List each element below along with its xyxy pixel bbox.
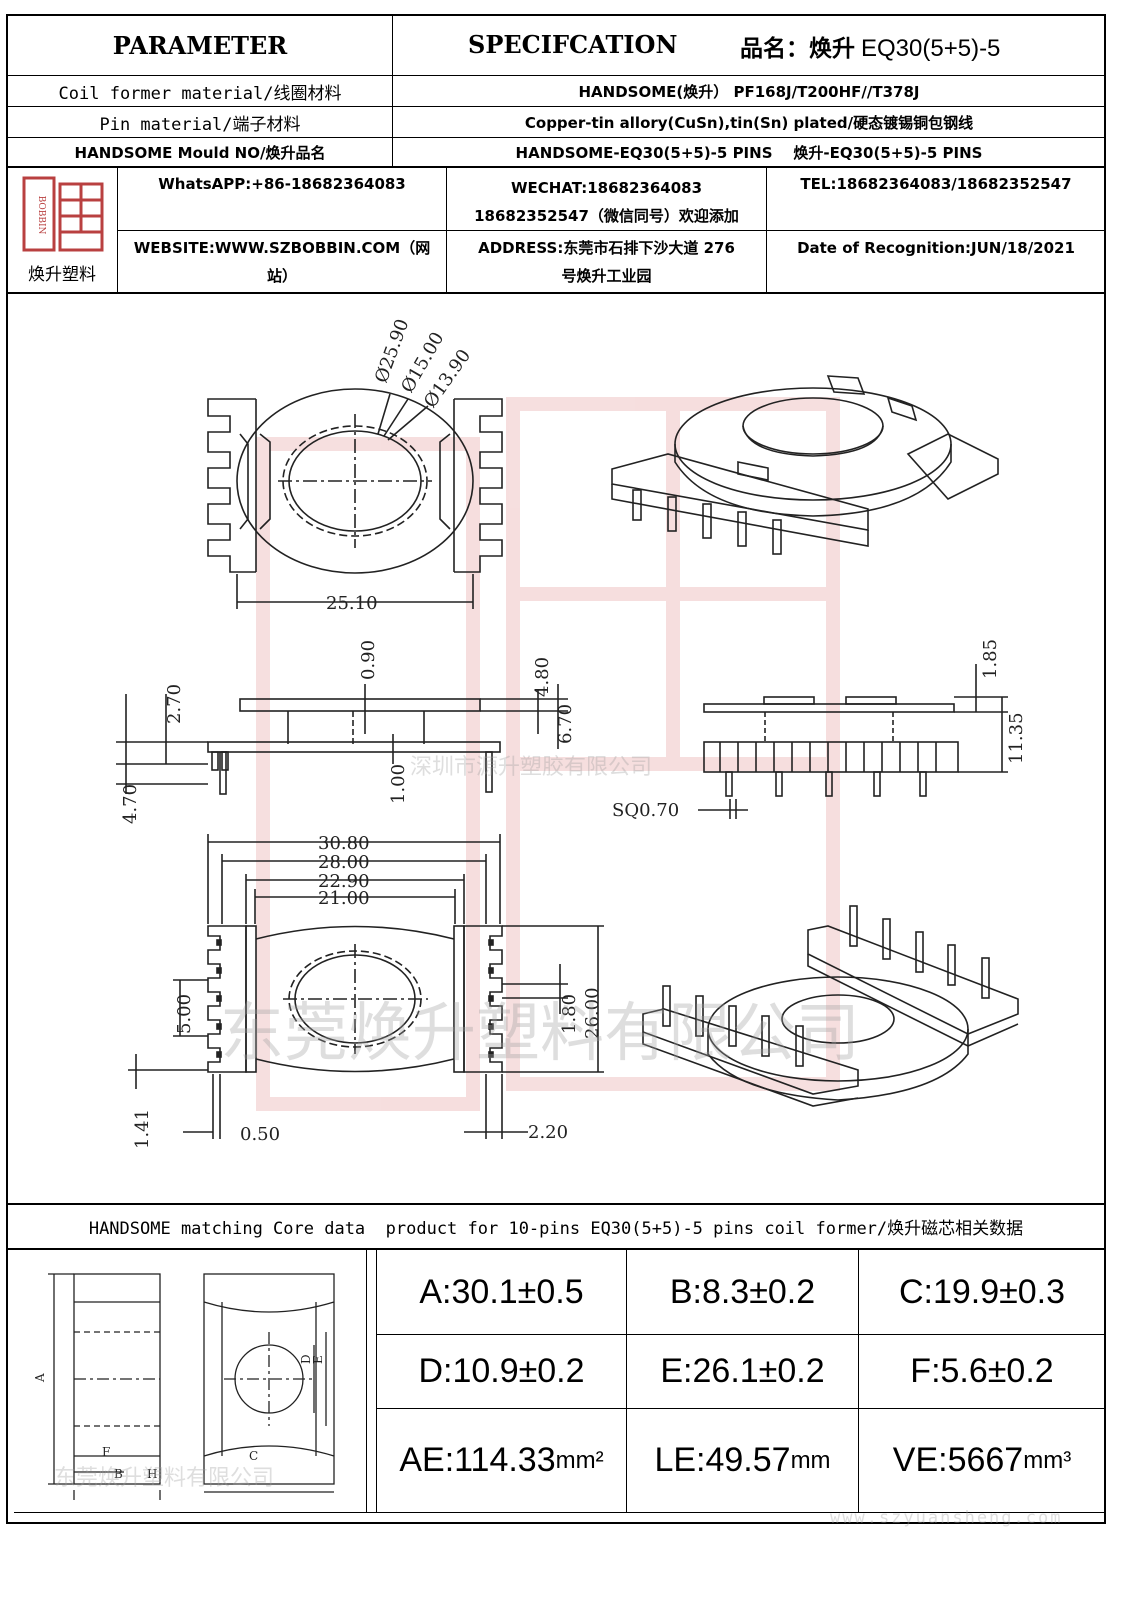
core-le-unit: mm: [790, 1446, 831, 1474]
core-le-number: LE:49.57: [654, 1441, 791, 1479]
dim-h500: 5.00: [174, 994, 195, 1034]
dim-h480: 4.80: [532, 657, 553, 697]
watermark-logo-icon: [256, 397, 840, 1111]
dim-w050: 0.50: [240, 1124, 280, 1145]
website-line2: 站）: [266, 267, 297, 285]
core-value-b: B:8.3±0.2: [669, 1272, 816, 1311]
core-data-title: HANDSOME matching Core data product for …: [88, 1219, 1024, 1239]
recognition-date: Date of Recognition:JUN/18/2021: [797, 239, 1075, 257]
row-value-coil-material: HANDSOME(焕升） PF168J/T200HF//T378J: [578, 82, 920, 101]
company-logo: BOBBIN 焕升塑料: [10, 170, 114, 290]
address: ADDRESS:东莞市石排下沙大道 276 号焕升工业园: [447, 234, 766, 290]
logo-mark-icon: BOBBIN: [22, 176, 104, 252]
core-diagram: A B H F C D E 东莞焕升塑料有限公司: [14, 1252, 364, 1510]
dim-w25: 25.10: [326, 593, 378, 614]
dim-w3080: 30.80: [318, 833, 370, 854]
website: WEBSITE:WWW.SZBOBBIN.COM（网 站）: [118, 234, 446, 290]
core-label-f: F: [102, 1445, 110, 1459]
dim-w2800: 28.00: [318, 852, 370, 873]
dim-h2600: 26.00: [582, 987, 603, 1039]
core-value-f: F:5.6±0.2: [910, 1352, 1054, 1390]
dim-h100: 1.00: [388, 764, 409, 804]
row-value-pin-material: Copper-tin allory(CuSn),tin(Sn) plated/硬…: [524, 113, 974, 132]
core-label-d: D: [299, 1354, 313, 1364]
row-value-mould-no: HANDSOME-EQ30(5+5)-5 PINS 焕升-EQ30(5+5)-5…: [515, 143, 983, 162]
row-label-mould-no: HANDSOME Mould NO/焕升品名: [74, 143, 326, 162]
dim-w2290: 22.90: [318, 871, 370, 892]
bobbin-drawing: Ø25.90 Ø15.00 Ø13.90 25.10 0.90 2.70 4.8…: [116, 316, 1027, 1149]
core-ae-number: AE:114.33: [399, 1441, 556, 1479]
product-name-value: EQ30(5+5)-5: [861, 35, 1001, 62]
core-label-h: H: [147, 1467, 157, 1481]
dim-sq: SQ0.70: [612, 800, 679, 821]
dim-h180: 1.80: [559, 994, 580, 1034]
address-line1: ADDRESS:东莞市石排下沙大道 276: [478, 239, 735, 257]
core-label-e: E: [311, 1355, 325, 1364]
core-ve-unit: mm³: [1023, 1446, 1072, 1474]
dim-h090: 0.90: [358, 640, 379, 680]
dim-h141: 1.41: [132, 1109, 153, 1149]
dim-h670: 6.70: [555, 704, 576, 744]
product-name-label: 品名：焕升: [740, 36, 855, 62]
core-value-d: D:10.9±0.2: [418, 1352, 585, 1390]
whatsapp: WhatsAPP:+86-18682364083: [158, 175, 406, 193]
wechat: WECHAT:18682364083 18682352547（微信同号）欢迎添加: [447, 174, 766, 230]
core-ae-unit: mm²: [555, 1446, 604, 1474]
specification-heading: SPECIFCATION: [468, 30, 678, 59]
core-value-a: A:30.1±0.5: [419, 1272, 584, 1311]
logo-text: BOBBIN: [36, 196, 46, 235]
technical-drawing: Ø25.90 Ø15.00 Ø13.90 25.10 0.90 2.70 4.8…: [8, 294, 1104, 1202]
wechat-line2: 18682352547（微信同号）欢迎添加: [474, 207, 739, 225]
row-label-pin-material: Pin material/端子材料: [99, 114, 301, 135]
telephone: TEL:18682364083/18682352547: [800, 175, 1072, 193]
dim-h470: 4.70: [120, 784, 141, 824]
core-value-e: E:26.1±0.2: [660, 1352, 825, 1390]
logo-caption: 焕升塑料: [28, 265, 96, 285]
address-line2: 号焕升工业园: [561, 267, 652, 285]
product-name: 品名：焕升 EQ30(5+5)-5: [740, 29, 1000, 63]
core-label-a: A: [33, 1373, 47, 1383]
website-line1: WEBSITE:WWW.SZBOBBIN.COM（网: [133, 239, 431, 257]
wechat-line1: WECHAT:18682364083: [510, 179, 702, 197]
core-label-b: B: [114, 1467, 123, 1481]
row-label-coil-material: Coil former material/线圈材料: [58, 83, 342, 104]
parameter-heading: PARAMETER: [112, 31, 288, 60]
ee-core-drawing: A B H F C D E: [33, 1273, 335, 1500]
core-value-c: C:19.9±0.3: [898, 1272, 1066, 1311]
dim-w2100: 21.00: [318, 888, 370, 909]
dim-h270: 2.70: [164, 684, 185, 724]
dim-w220: 2.20: [528, 1122, 568, 1143]
core-label-c: C: [249, 1449, 258, 1463]
dim-h185: 1.85: [980, 639, 1001, 679]
dim-h1135: 11.35: [1006, 712, 1027, 764]
core-ve-number: VE:5667: [892, 1441, 1024, 1479]
